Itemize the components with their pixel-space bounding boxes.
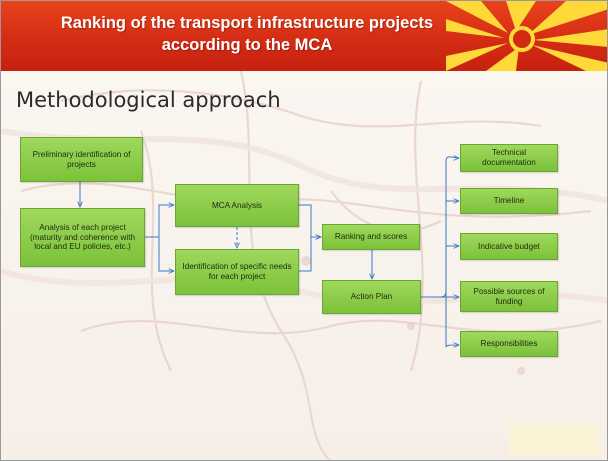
node-timeline: Timeline	[460, 188, 558, 214]
node-responsibilities: Responsibilities	[460, 331, 558, 357]
node-preliminary-identification: Preliminary identification of projects	[20, 137, 143, 182]
node-label: Action Plan	[350, 292, 393, 302]
node-technical-documentation: Technical documentation	[460, 144, 558, 172]
macedonia-flag-graphic	[446, 1, 607, 71]
corner-accent	[509, 424, 599, 456]
node-mca-analysis: MCA Analysis	[175, 184, 299, 227]
node-label: Timeline	[493, 196, 525, 206]
edge-analysis-mca	[145, 205, 174, 238]
node-label: Indicative budget	[478, 241, 540, 251]
node-funding-sources: Possible sources of funding	[460, 281, 558, 312]
node-specific-needs: Identification of specific needs for eac…	[175, 249, 299, 295]
node-label: MCA Analysis	[211, 200, 263, 210]
edge-mca-ranking	[299, 204, 321, 237]
node-ranking-scores: Ranking and scores	[322, 224, 420, 250]
edge-actionplan-technical	[445, 157, 459, 297]
node-label: Possible sources of funding	[473, 286, 545, 306]
node-action-plan: Action Plan	[322, 280, 421, 314]
node-label: Responsibilities	[480, 339, 538, 349]
section-subtitle: Methodological approach	[16, 88, 281, 112]
edge-needs-ranking	[299, 237, 321, 272]
node-label: Analysis of each project (maturity and c…	[29, 222, 136, 252]
slide-title: Ranking of the transport infrastructure …	[60, 14, 434, 54]
edge-analysis-needs	[145, 236, 174, 271]
node-label: Identification of specific needs for eac…	[182, 262, 292, 281]
node-label: Ranking and scores	[334, 232, 408, 242]
header-bar: Ranking of the transport infrastructure …	[1, 1, 607, 71]
node-label: Preliminary identification of projects	[32, 149, 131, 169]
node-project-analysis: Analysis of each project (maturity and c…	[20, 208, 145, 267]
node-label: Technical documentation	[482, 148, 536, 167]
node-indicative-budget: Indicative budget	[460, 233, 558, 260]
edge-actionplan-responsibilities	[421, 288, 459, 347]
